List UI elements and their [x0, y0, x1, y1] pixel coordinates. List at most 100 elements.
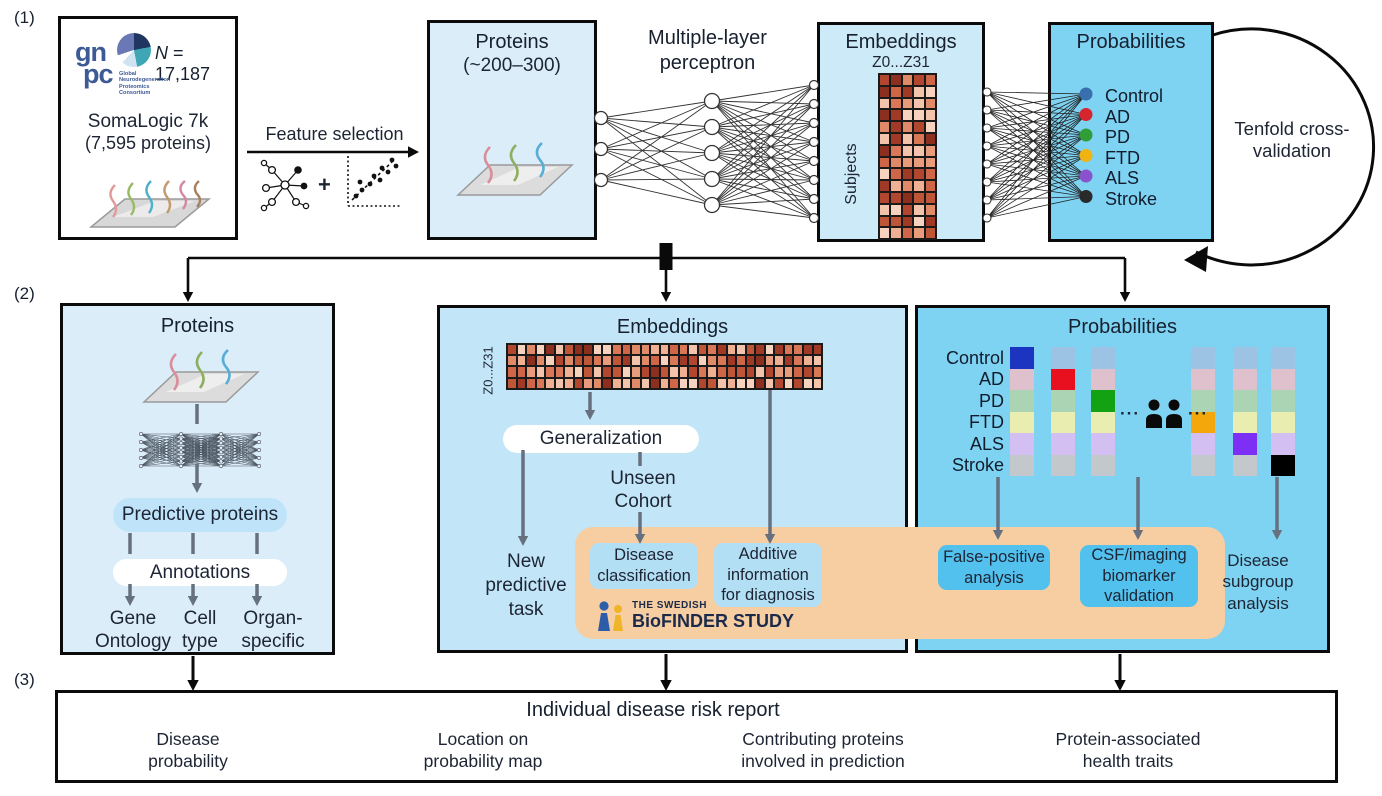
heatmap-cell — [913, 132, 925, 145]
heatmap-cell — [774, 366, 784, 378]
heatmap-cell — [640, 377, 651, 389]
heatmap-cell — [913, 203, 925, 216]
heatmap-cell — [621, 355, 632, 367]
heatmap-cell — [688, 344, 698, 356]
heatmap-cell — [545, 344, 555, 356]
heatmap-cell — [726, 366, 737, 378]
heatmap-cell — [650, 344, 660, 356]
heatmap-cell — [879, 109, 891, 122]
heatmap-cell — [890, 156, 902, 169]
heatmap-cell — [659, 344, 670, 356]
feature-selection-label: Feature selection — [265, 124, 404, 144]
heatmap-cell — [924, 144, 936, 157]
heatmap-cell — [535, 355, 546, 367]
heatmap-cell — [901, 191, 914, 204]
heatmap-cell — [573, 355, 584, 367]
heatmap-cell — [793, 355, 803, 367]
network-cluster-icon — [260, 159, 310, 212]
heatmap-cell — [812, 344, 823, 356]
heatmap-cell — [621, 366, 632, 378]
heatmap-cell — [697, 355, 708, 367]
heatmap-cell — [879, 191, 891, 204]
protein-plate-icon — [142, 349, 260, 403]
heatmap-cell — [516, 355, 527, 367]
prob-row-label-als: ALS — [969, 433, 1004, 454]
additive-information-box: Additive information for diagnosis — [714, 543, 822, 607]
heatmap-cell — [526, 377, 536, 389]
heatmap-cell — [736, 366, 746, 378]
heatmap-cell — [640, 366, 651, 378]
heatmap-cell — [793, 377, 803, 389]
prob-bar-cell — [1191, 390, 1215, 412]
subject-pair-icon: ··· ··· — [1118, 396, 1210, 432]
scatter-plot-icon — [347, 156, 400, 207]
prob-bar-cell — [1233, 433, 1257, 455]
heatmap-cell — [507, 366, 517, 378]
heatmap-cell — [745, 355, 756, 367]
heatmap-cell — [669, 344, 679, 356]
prob-bar-cell — [1010, 390, 1034, 412]
heatmap-cell — [688, 366, 698, 378]
neural-mesh-icon — [139, 431, 262, 468]
prob-bar-cell — [1233, 368, 1257, 390]
heatmap-cell — [573, 377, 584, 389]
prob-bar-cell — [1233, 390, 1257, 412]
subjects-axis-label: Subjects — [843, 143, 860, 205]
heatmap-cell — [602, 355, 613, 367]
heatmap-cell — [924, 121, 936, 133]
section-3-label: (3) — [14, 670, 35, 689]
heatmap-cell — [924, 74, 936, 86]
heatmap-cell — [879, 74, 891, 86]
embeddings-heatmap-horizontal — [506, 343, 824, 390]
heatmap-cell — [545, 355, 555, 367]
heatmap-cell — [726, 355, 737, 367]
heatmap-cell — [554, 355, 565, 367]
protein-plate-icon — [456, 142, 574, 196]
heatmap-cell — [913, 97, 925, 110]
heatmap-cell — [913, 215, 925, 228]
heatmap-cell — [745, 344, 756, 356]
heatmap-cell — [669, 377, 679, 389]
heatmap-cell — [535, 377, 546, 389]
heatmap-cell — [764, 377, 775, 389]
heatmap-cell — [764, 344, 775, 356]
heatmap-cell — [890, 74, 902, 86]
heatmap-cell — [573, 366, 584, 378]
heatmap-cell — [564, 366, 574, 378]
heatmap-cell — [890, 215, 902, 228]
heatmap-cell — [554, 344, 565, 356]
heatmap-cell — [924, 215, 936, 228]
heatmap-cell — [812, 377, 823, 389]
class-legend-label-pd: PD — [1105, 127, 1131, 147]
prob-bar-cell — [1191, 411, 1215, 433]
heatmap-cell — [526, 344, 536, 356]
heatmap-cell — [564, 344, 574, 356]
heatmap-cell — [602, 377, 613, 389]
heatmap-cell — [913, 109, 925, 122]
heatmap-cell — [901, 121, 914, 133]
heatmap-cell — [678, 366, 689, 378]
heatmap-cell — [564, 355, 574, 367]
heatmap-cell — [688, 355, 698, 367]
heatmap-cell — [583, 355, 593, 367]
csf-imaging-box: CSF/imaging biomarker validation — [1080, 545, 1198, 607]
heatmap-cell — [602, 344, 613, 356]
prob-bar-cell — [1271, 347, 1295, 369]
heatmap-cell — [890, 121, 902, 133]
heatmap-cell — [755, 377, 765, 389]
prob-bar-cell — [1233, 454, 1257, 476]
gnpc-logo-pc: pc — [83, 59, 113, 90]
heatmap-cell — [812, 355, 823, 367]
heatmap-cell — [736, 377, 746, 389]
heatmap-cell — [592, 366, 603, 378]
biofinder-top-label: THE SWEDISH — [632, 600, 707, 611]
heatmap-cell — [901, 109, 914, 122]
prob-bar-cell — [1010, 454, 1034, 476]
heatmap-cell — [726, 344, 737, 356]
prob-bar-cell — [1271, 411, 1295, 433]
gene-ontology-label: Gene Ontology — [94, 608, 172, 652]
section-1-label: (1) — [14, 8, 35, 27]
csf-imaging-label: CSF/imaging biomarker validation — [1091, 546, 1187, 606]
heatmap-cell — [669, 366, 679, 378]
prob-bar-cell — [1271, 454, 1295, 476]
